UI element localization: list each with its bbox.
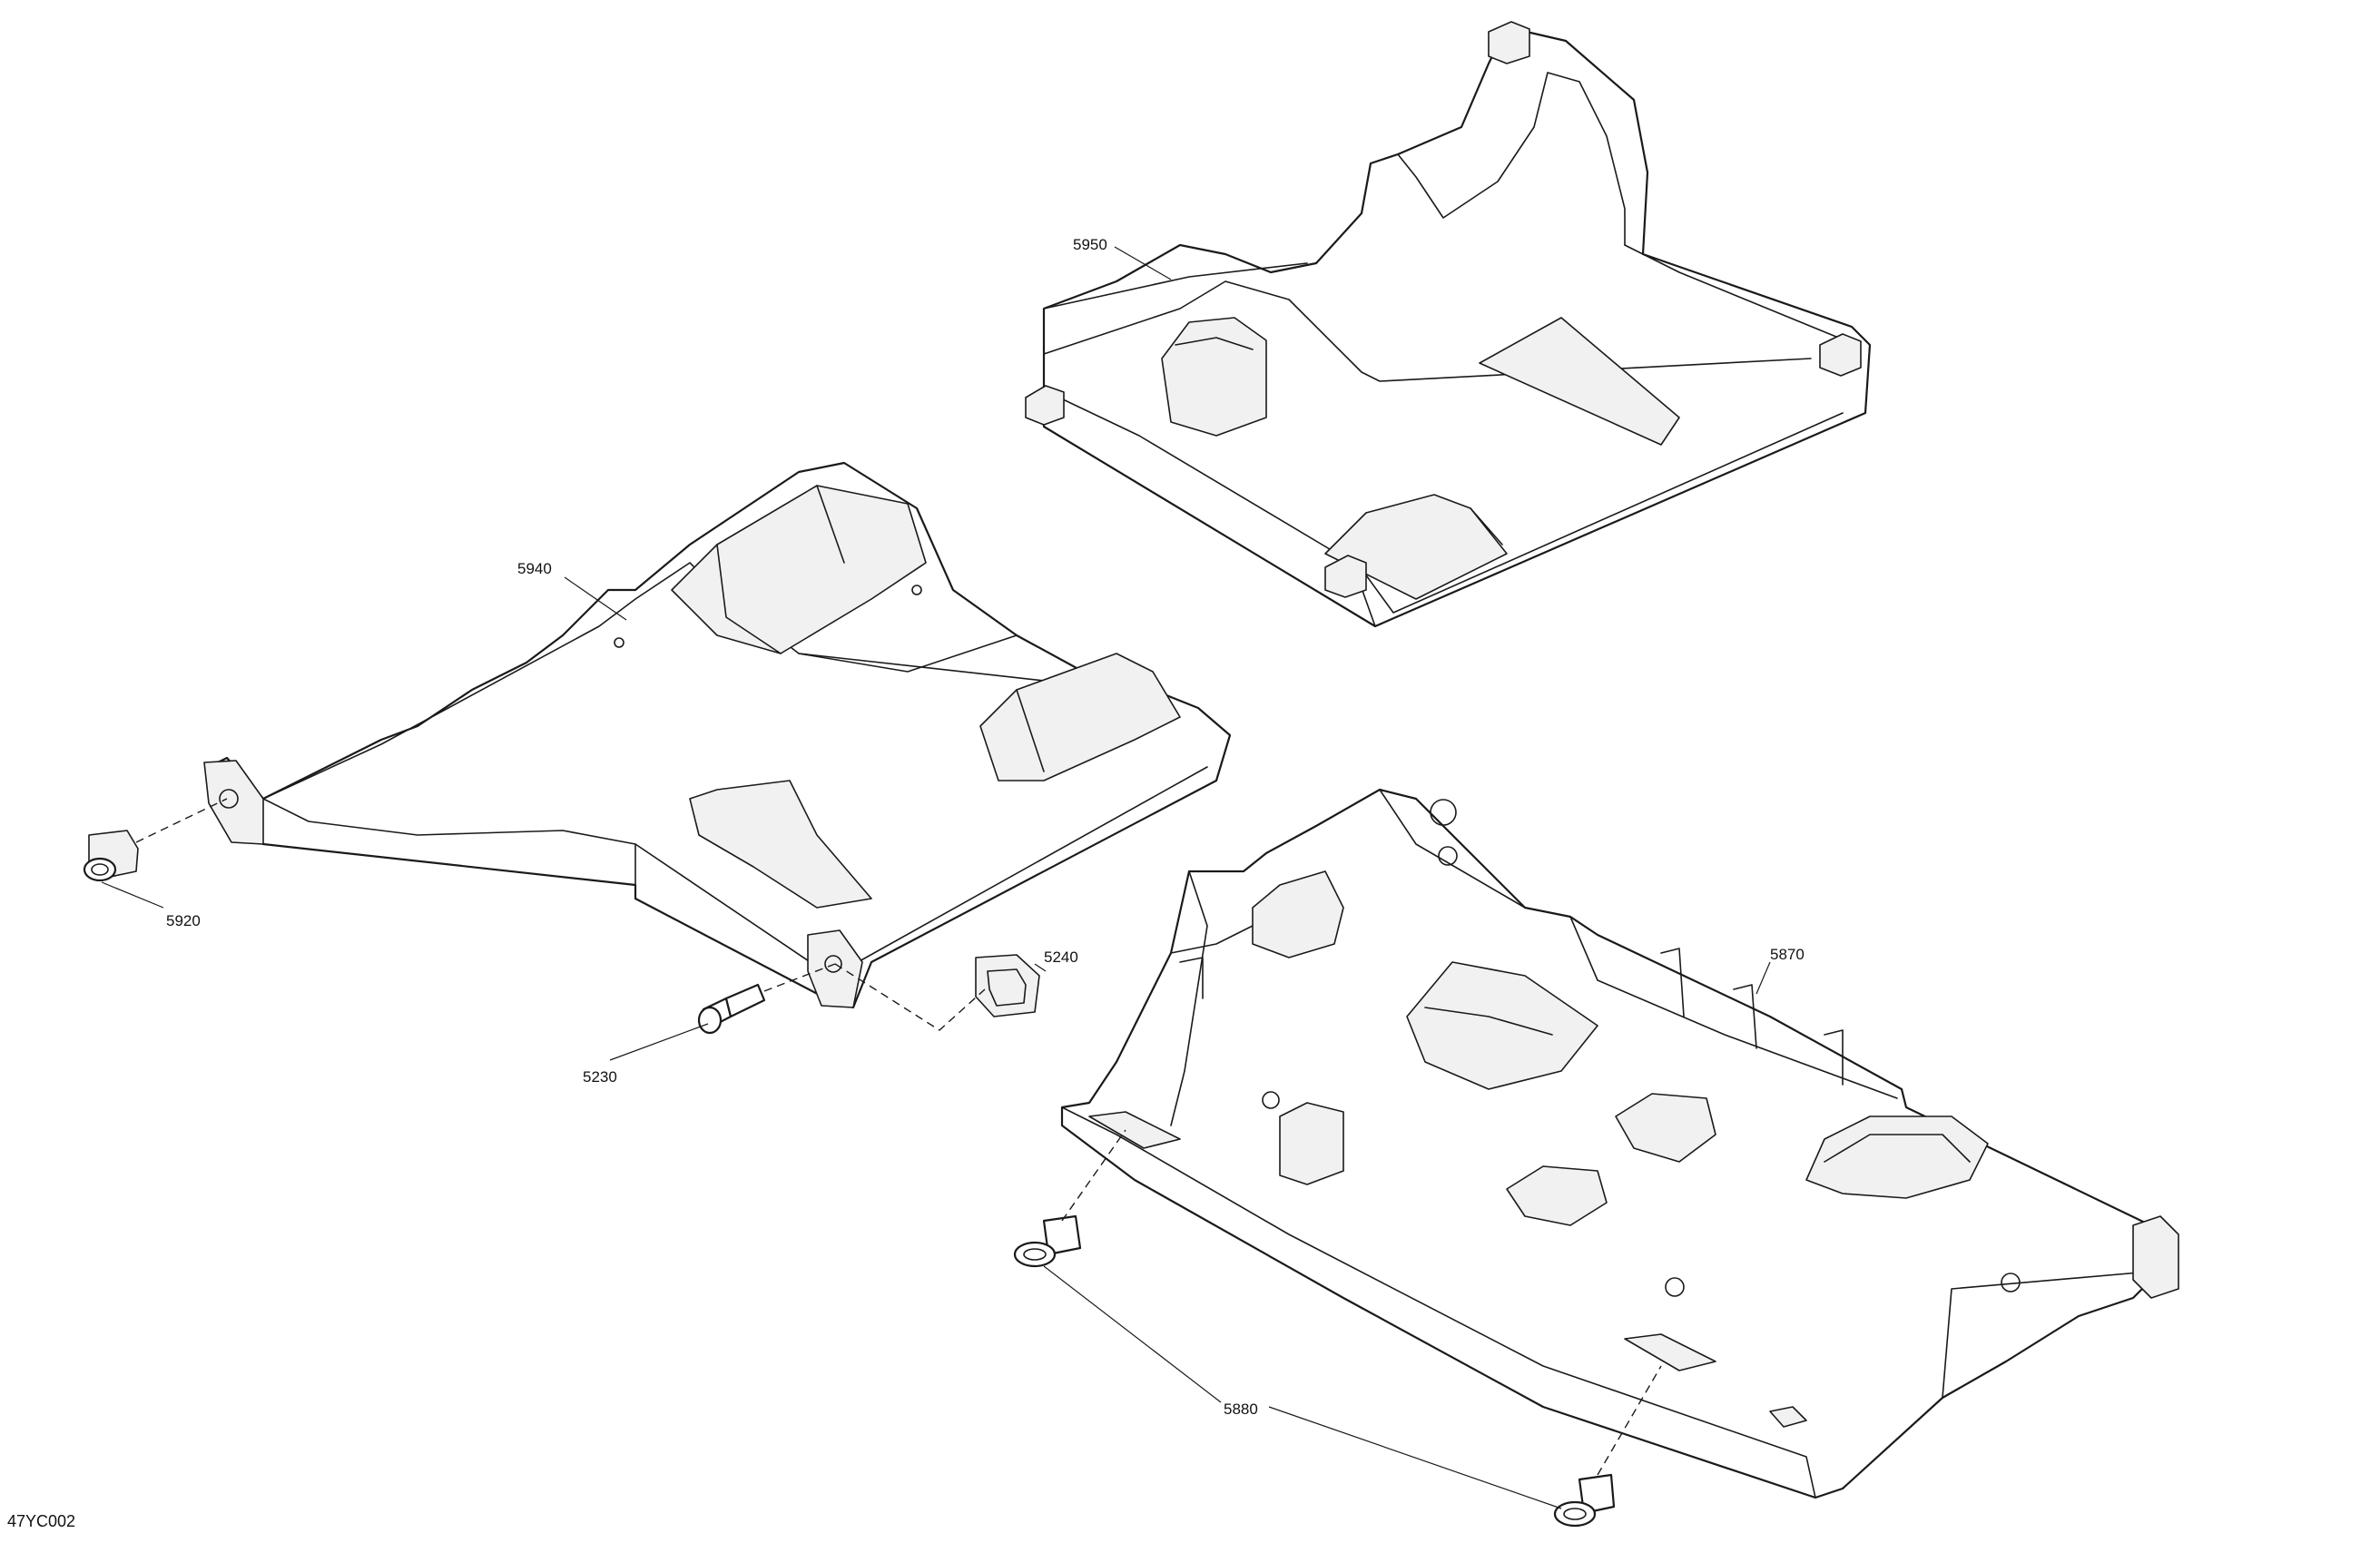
leader-5950 (1114, 246, 1172, 280)
fastener-5230 (697, 983, 766, 1035)
leader-5870 (1755, 961, 1771, 995)
leader-5240 (1034, 963, 1047, 972)
dash-5240 (834, 963, 986, 1031)
leader-5940 (564, 576, 627, 621)
callout-5880: 5880 (1224, 1400, 1258, 1418)
fastener-5880-right (1553, 1473, 1616, 1528)
part-5950-panel (1025, 21, 1872, 628)
callout-5920: 5920 (166, 912, 201, 929)
leader-5880-left (1043, 1265, 1222, 1403)
dash-5920 (135, 798, 228, 843)
fastener-5920 (83, 830, 139, 882)
part-5870-tray (1060, 788, 2179, 1499)
callout-5870: 5870 (1770, 946, 1805, 963)
fastener-5880-left (1013, 1214, 1082, 1268)
callout-5950: 5950 (1073, 236, 1107, 253)
figure-code: 47YC002 (7, 1512, 75, 1530)
dash-5880-right (1597, 1365, 1662, 1476)
fastener-5240 (975, 954, 1040, 1017)
leader-5920 (101, 881, 164, 909)
leader-5880-right (1268, 1406, 1562, 1509)
callout-5230: 5230 (583, 1068, 617, 1086)
part-5940-panel (203, 461, 1232, 1009)
callout-5240: 5240 (1044, 948, 1078, 966)
dash-5880-left (1061, 1129, 1126, 1222)
callout-5940: 5940 (517, 560, 552, 577)
leader-5230 (609, 1023, 709, 1061)
